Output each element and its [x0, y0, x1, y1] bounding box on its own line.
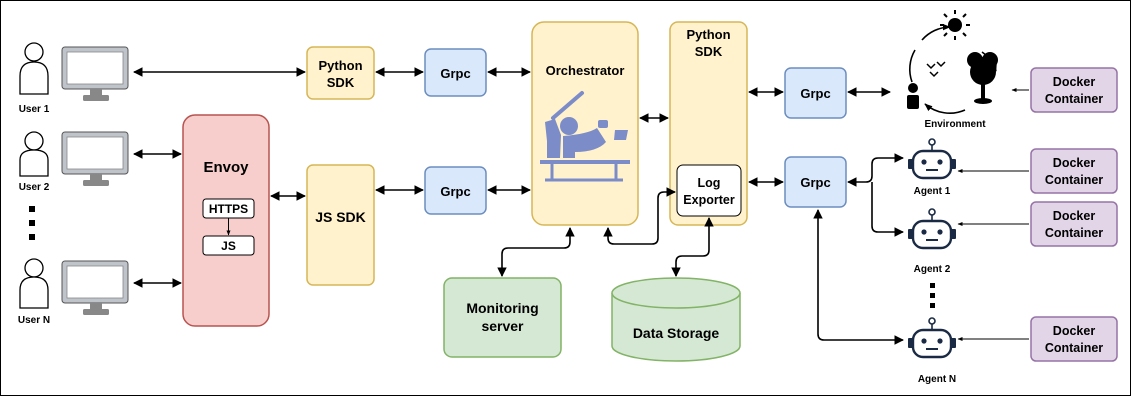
grpc-env: Grpc [784, 67, 847, 119]
docker-label-2: Container [1045, 173, 1103, 187]
python-sdk-label-1: Python [686, 27, 730, 42]
connectors [133, 67, 1029, 345]
monitoring-server: Monitoring server [443, 277, 562, 358]
grpc-mid: Grpc [424, 166, 487, 215]
grpc-label: Grpc [440, 66, 470, 81]
agent-2: Agent 2 [908, 208, 956, 275]
sun-icon [940, 10, 970, 40]
js-sdk-label: JS SDK [315, 209, 366, 225]
envoy-js: JS [221, 239, 236, 253]
log-exporter-label-2: Exporter [683, 193, 735, 207]
python-sdk-right: Python SDK Log Exporter [669, 21, 748, 226]
conductor-icon [540, 91, 630, 182]
environment: Environment [907, 10, 998, 130]
environment-label: Environment [924, 119, 986, 130]
storage-label: Data Storage [633, 325, 720, 341]
robot-icon [908, 208, 956, 250]
agent-1: Agent 1 [908, 138, 956, 197]
docker-label-2: Container [1045, 341, 1103, 355]
user-icon [19, 131, 49, 177]
user-label: User 1 [19, 104, 50, 115]
person-icon [907, 83, 919, 109]
birds-icon [926, 61, 946, 78]
monitoring-label-2: server [481, 318, 524, 334]
envoy-https: HTTPS [209, 202, 248, 216]
docker-container-agent-n: Docker Container [1030, 316, 1118, 362]
docker-container-agent-2: Docker Container [1030, 201, 1118, 247]
monitor-icon [61, 46, 129, 101]
grpc-label: Grpc [440, 184, 470, 199]
grpc-top: Grpc [424, 48, 487, 97]
envoy-title: Envoy [203, 159, 249, 176]
docker-label-1: Docker [1053, 209, 1096, 223]
ellipsis-icon [29, 206, 35, 240]
monitoring-label-1: Monitoring [466, 300, 538, 316]
docker-label-1: Docker [1053, 156, 1096, 170]
user-icon [19, 42, 49, 95]
user-1: User 1 [19, 42, 50, 115]
ellipsis-icon [930, 283, 935, 308]
orchestrator-label: Orchestrator [546, 63, 625, 78]
python-sdk-label-2: SDK [327, 75, 355, 90]
tree-icon [967, 52, 998, 104]
robot-icon [908, 138, 956, 180]
docker-label-2: Container [1045, 226, 1103, 240]
docker-label-1: Docker [1053, 75, 1096, 89]
js-sdk: JS SDK [306, 164, 375, 286]
user-label: User 2 [19, 182, 50, 193]
orchestrator-box: Orchestrator [531, 21, 639, 226]
agent-n: Agent N [908, 317, 956, 385]
grpc-label: Grpc [800, 175, 830, 190]
docker-label-2: Container [1045, 92, 1103, 106]
log-exporter-label-1: Log [698, 176, 721, 190]
user-icon [19, 258, 49, 309]
agent-label: Agent 1 [914, 186, 951, 197]
docker-container-agent-1: Docker Container [1030, 148, 1118, 194]
robot-icon [908, 317, 956, 359]
user-n: User N [18, 258, 50, 326]
grpc-agents: Grpc [784, 156, 847, 208]
envoy-box: Envoy HTTPS JS [182, 114, 270, 327]
python-sdk-label-1: Python [318, 58, 362, 73]
agent-label: Agent 2 [914, 264, 951, 275]
grpc-label: Grpc [800, 86, 830, 101]
monitor-icon [61, 260, 129, 315]
python-sdk-left: Python SDK [306, 46, 375, 100]
monitor-icon [61, 131, 129, 186]
user-2: User 2 [19, 131, 50, 193]
docker-container-env: Docker Container [1030, 67, 1118, 113]
python-sdk-label-2: SDK [695, 44, 723, 59]
user-label: User N [18, 315, 50, 326]
data-storage: Data Storage [611, 277, 741, 362]
docker-label-1: Docker [1053, 324, 1096, 338]
agent-label: Agent N [918, 374, 956, 385]
